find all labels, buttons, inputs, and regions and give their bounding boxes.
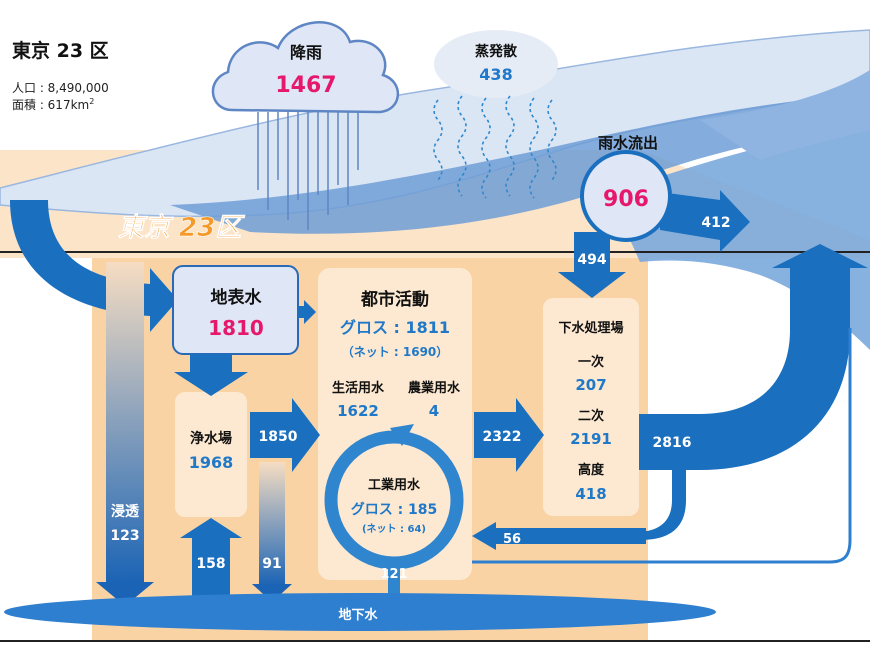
- surface-arrow-right: [298, 300, 316, 324]
- runoff-circle: [580, 150, 672, 242]
- domestic-label: 生活用水: [332, 380, 385, 396]
- purification-value: 1968: [189, 453, 234, 472]
- evap-value: 438: [479, 65, 512, 84]
- atmosphere-flow-lower: [170, 95, 870, 234]
- flow-2322: 2322: [483, 429, 522, 445]
- runoff-arrow-412: [660, 190, 750, 252]
- groundwater-ellipse: [4, 593, 716, 631]
- return-line: [472, 328, 852, 564]
- area-prefix: 面積 : 617km: [12, 97, 89, 112]
- sewage-primary-label: 一次: [578, 354, 604, 370]
- surface-water-label: 地表水: [211, 287, 263, 308]
- urban-gross: グロス : 1811: [340, 318, 450, 337]
- runoff-label: 雨水流出: [598, 134, 658, 152]
- sewage-primary-value: 207: [575, 376, 606, 394]
- surface-water-value: 1810: [208, 316, 264, 340]
- infiltration-label: 浸透: [111, 503, 140, 520]
- flow-121: 121: [380, 567, 407, 582]
- sewage-advanced-label: 高度: [578, 462, 605, 478]
- runoff-value: 906: [603, 187, 649, 212]
- sewage-secondary-label: 二次: [578, 408, 604, 424]
- flow-412: 412: [701, 215, 730, 231]
- agri-value: 4: [429, 402, 439, 420]
- purification-label: 浄水場: [190, 430, 232, 447]
- flow-1850: 1850: [259, 429, 298, 445]
- infiltration-arrowhead: [96, 582, 154, 606]
- rain-label: 降雨: [290, 43, 322, 62]
- evap-label: 蒸発散: [475, 43, 518, 60]
- evaporation-squiggles: [433, 95, 557, 199]
- area-sup: 2: [89, 97, 94, 106]
- flow-158: 158: [196, 556, 225, 572]
- flow-56: 56: [503, 532, 521, 547]
- area-text: 面積 : 617km2: [12, 97, 94, 112]
- purification-box: [175, 392, 247, 517]
- arrow-1850: [250, 398, 320, 472]
- big-river-back: [700, 70, 870, 160]
- urban-title: 都市活動: [360, 289, 429, 310]
- sewage-box: [543, 298, 639, 516]
- infiltration-bar: [106, 262, 144, 584]
- urban-net: （ネット : 1690）: [342, 344, 449, 359]
- page-title: 東京 23 区: [12, 39, 109, 62]
- sewage-advanced-value: 418: [575, 485, 606, 503]
- flow-494: 494: [577, 252, 606, 268]
- rain-value: 1467: [275, 73, 336, 98]
- flow-91: 91: [262, 556, 281, 572]
- population-text: 人口 : 8,490,000: [12, 81, 109, 95]
- domestic-value: 1622: [337, 402, 379, 420]
- arrow-158: [180, 518, 242, 604]
- urban-box: [318, 268, 472, 580]
- sewage-secondary-value: 2191: [570, 430, 612, 448]
- arrow-91-bar: [259, 462, 285, 586]
- surface-to-purif-arrow: [174, 354, 248, 396]
- flow-2816: 2816: [653, 435, 692, 451]
- industrial-gross: グロス : 185: [351, 501, 438, 518]
- rain-cloud: [211, 21, 400, 114]
- sewage-title: 下水処理場: [558, 320, 623, 336]
- arrow-56-body: [496, 528, 646, 544]
- rain-lines: [257, 112, 359, 230]
- arrow-91-head: [252, 584, 292, 602]
- agri-label: 農業用水: [408, 380, 461, 396]
- industrial-net: (ネット : 64): [362, 523, 426, 535]
- infiltration-value: 123: [110, 528, 139, 544]
- industrial-label: 工業用水: [368, 477, 421, 493]
- evaporation-cloud: [434, 30, 558, 98]
- arrow-2322: [474, 398, 544, 472]
- industrial-ring-arrowhead: [390, 424, 414, 446]
- region-label: 東京 23区: [118, 213, 245, 243]
- groundwater-label: 地下水: [338, 607, 378, 623]
- arrow-2816: [639, 244, 868, 470]
- runoff-arrow-494: [558, 232, 626, 298]
